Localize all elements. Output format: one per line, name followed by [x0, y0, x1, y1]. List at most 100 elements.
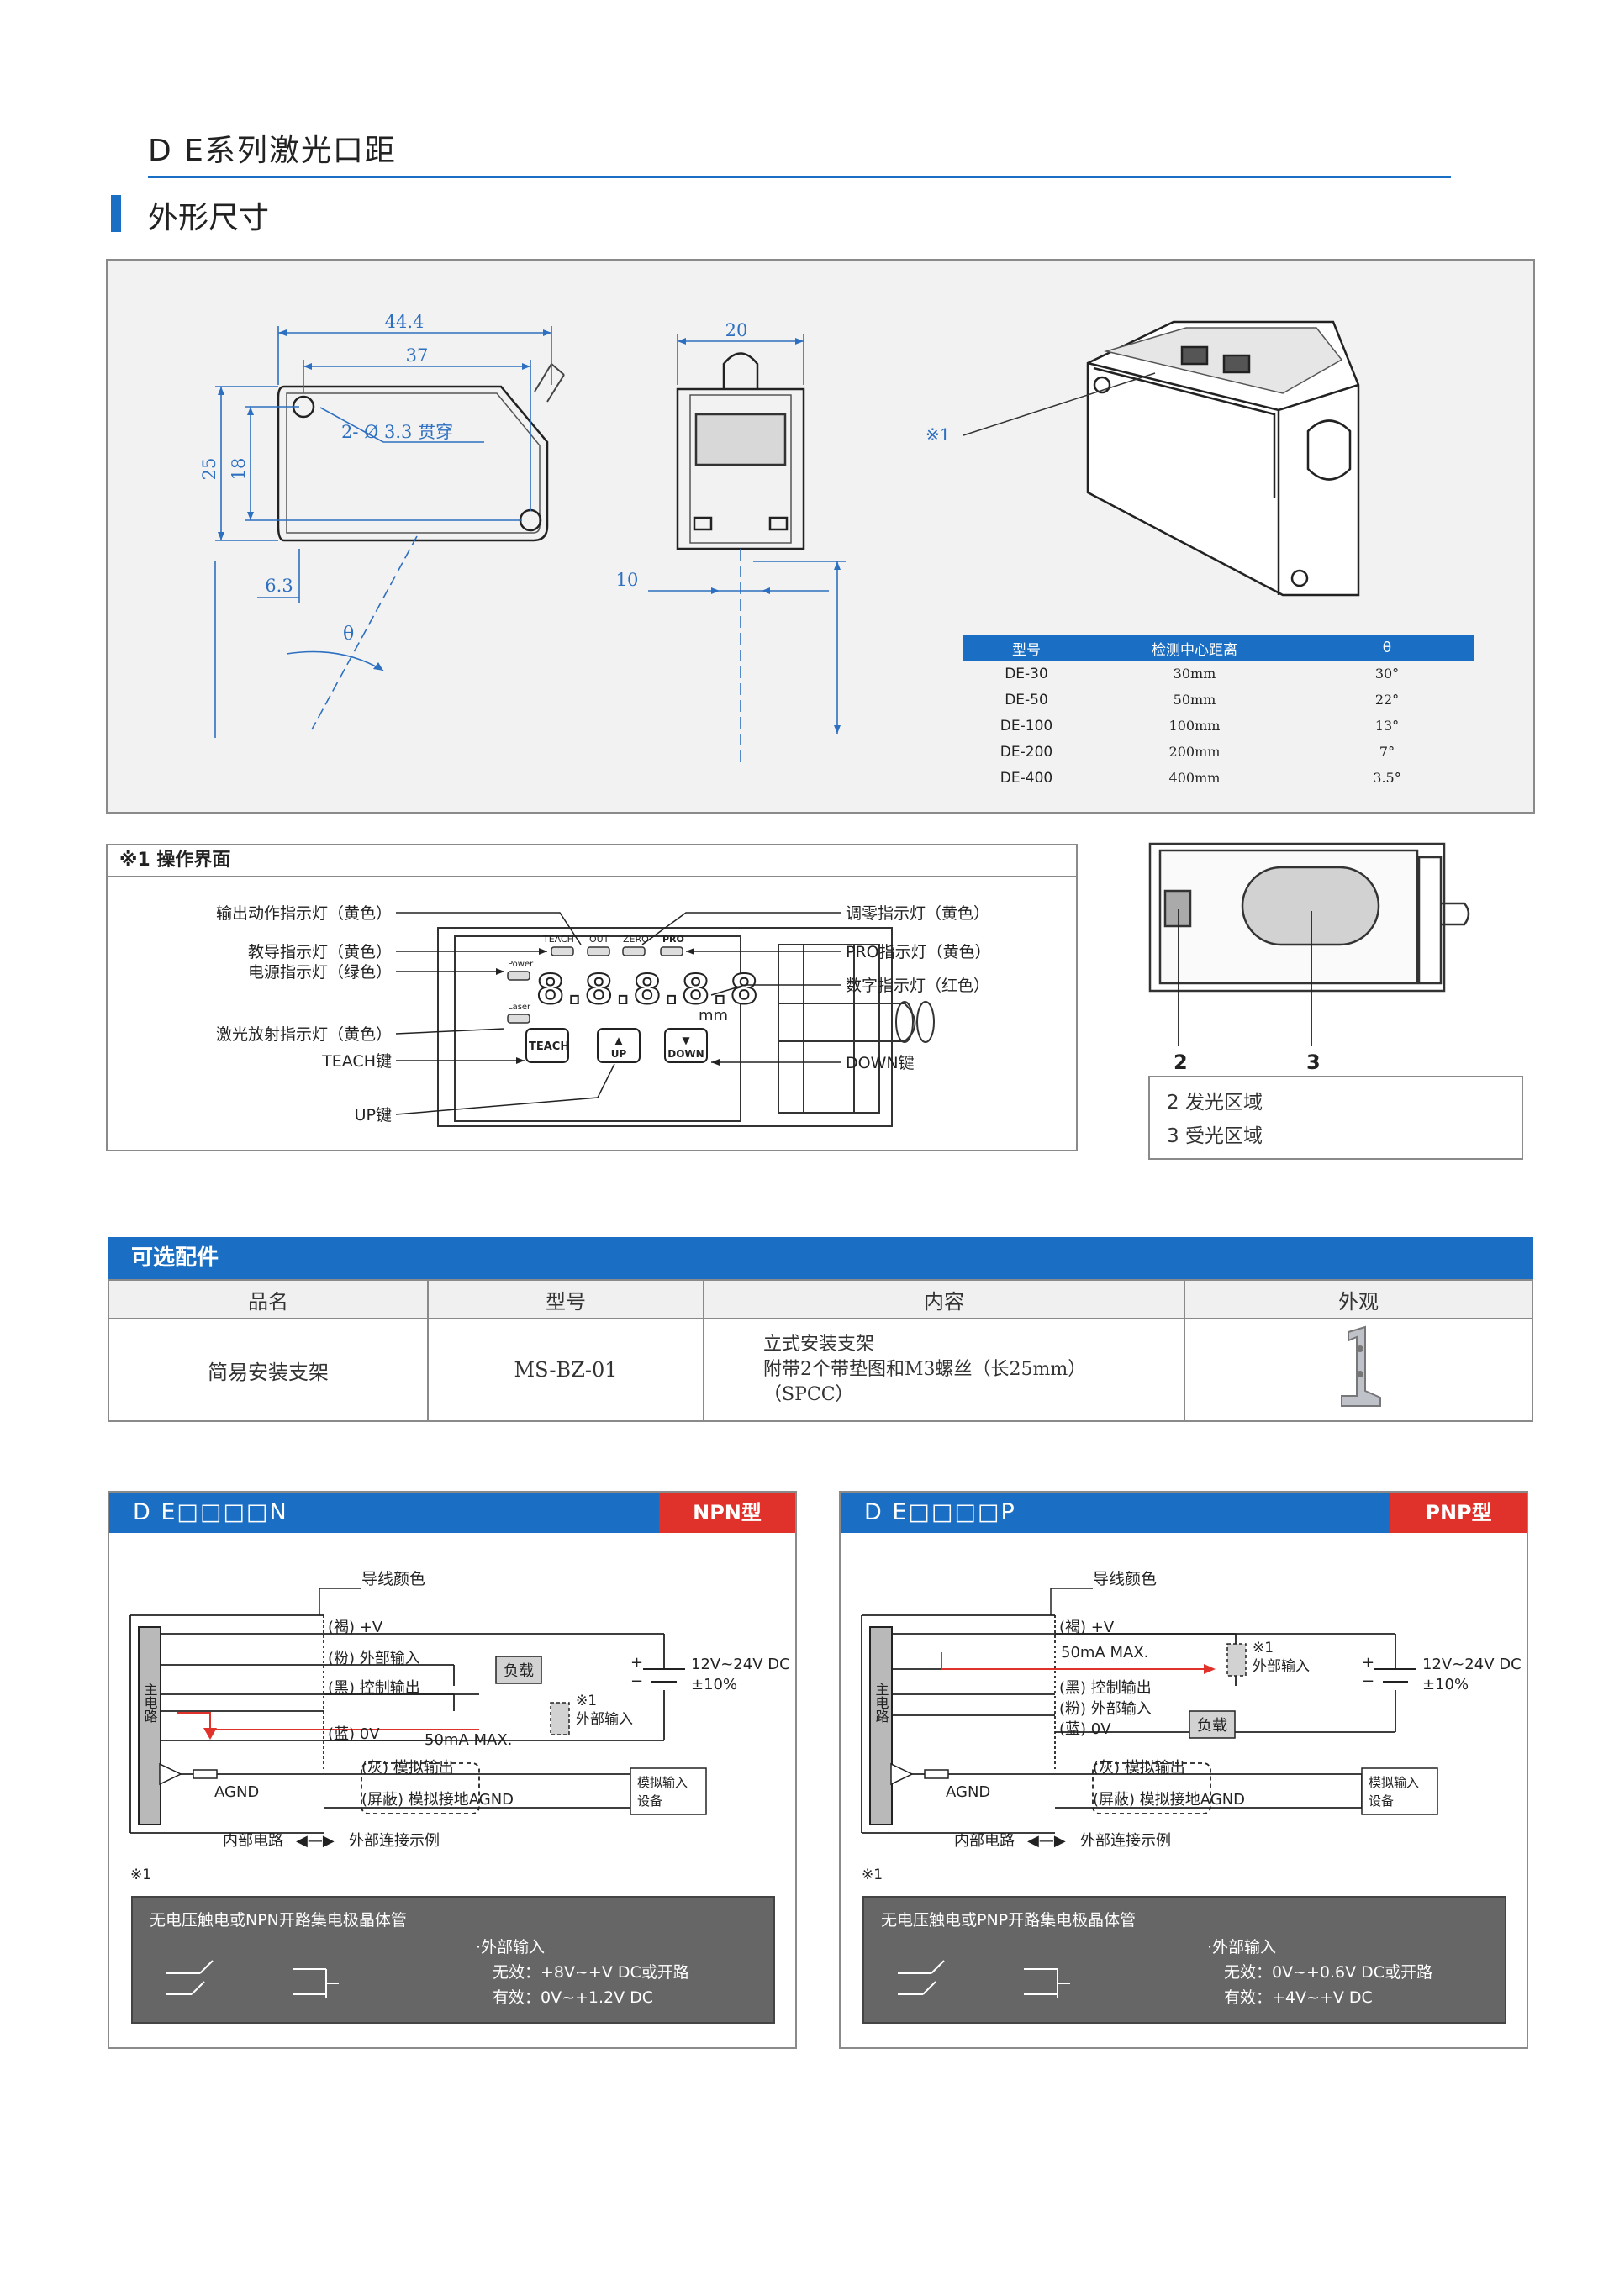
theta-symbol: θ [343, 624, 354, 645]
theta-cell: 22° [1374, 692, 1400, 708]
npn-ext-input: 外部输入 [576, 1711, 633, 1728]
pnp-w-blue: (蓝) 0V [1059, 1720, 1111, 1738]
series-title: D E系列激光口距 [148, 134, 397, 168]
npn-ext-switch [550, 1702, 570, 1735]
acc-col-content: 内容 [703, 1279, 1185, 1319]
accessories-bar: 可选配件 [108, 1237, 1533, 1279]
pnp-internal: 内部电路 [954, 1832, 1015, 1850]
npn-w-pink: (粉) 外部输入 [328, 1650, 420, 1667]
npn-w-gray: (灰) 模拟输出 [361, 1759, 454, 1777]
npn-supply-tol: ±10% [691, 1676, 737, 1693]
npn-note-head: ·外部输入 [476, 1938, 546, 1956]
distance-cell: 400mm [1168, 770, 1221, 786]
npn-analog-in-2: 设备 [637, 1793, 662, 1809]
pnp-plus: + [1362, 1654, 1374, 1672]
led-pro-label: PRO [662, 934, 684, 945]
label-laser-led: 激光放射指示灯（黄色） [216, 1025, 392, 1044]
led-zero-label: ZERO [623, 934, 649, 945]
power-label: Power [508, 960, 534, 969]
pnp-note-box: 无电压触电或PNP开路集电极晶体管 ·外部输入 无效：0V~+0.6V DC或开… [862, 1896, 1506, 2024]
npn-w-blue: (蓝) 0V [328, 1725, 380, 1743]
npn-external: 外部连接示例 [349, 1832, 440, 1850]
pnp-current: 50mA MAX. [1061, 1644, 1148, 1661]
dim-6-3: 6.3 [265, 576, 293, 596]
distance-cell: 100mm [1168, 718, 1221, 734]
npn-minus: − [630, 1672, 643, 1690]
dim-44-4: 44.4 [385, 312, 425, 332]
legend-receive: 3 受光区域 [1167, 1125, 1263, 1147]
col-theta: θ [1382, 640, 1392, 656]
header-rule [148, 176, 1451, 178]
acc-content-line-2: 附带2个带垫图和M3螺丝（长25mm） [763, 1359, 1087, 1380]
accessories-table: 品名 型号 内容 外观 简易安装支架 MS-BZ-01 立式安装支架 附带2个带… [108, 1279, 1533, 1422]
pnp-ext-switch [1226, 1643, 1247, 1677]
up-button[interactable]: UP [611, 1048, 627, 1060]
pnp-title: D E□□□□P [864, 1499, 1016, 1525]
pnp-agnd: AGND [946, 1783, 990, 1801]
pnp-arrow-icon: ◀—▶ [1027, 1832, 1066, 1850]
theta-cell: 3.5° [1373, 770, 1401, 786]
pnp-analog-in-2: 设备 [1369, 1793, 1394, 1809]
acc-model: MS-BZ-01 [427, 1318, 704, 1422]
npn-supply: 12V~24V DC [691, 1656, 790, 1673]
dim-20: 20 [725, 320, 748, 340]
npn-load: 负载 [504, 1662, 534, 1680]
pnp-main-circuit-label: 主电路 [873, 1683, 889, 1723]
down-button[interactable]: DOWN [667, 1048, 704, 1060]
npn-note-l1: 无效：+8V~+V DC或开路 [493, 1963, 689, 1982]
label-up-key: UP键 [355, 1106, 392, 1124]
label-teach-led: 教导指示灯（黄色） [248, 943, 392, 961]
dim-37: 37 [406, 345, 429, 366]
npn-load-box [495, 1656, 542, 1684]
pnp-switch-symbols [898, 1960, 1070, 1998]
pnp-analog-device [1361, 1767, 1438, 1815]
interface-diagram: TEACH OUT ZERO PRO Power Laser 8.8.8.8.8… [216, 904, 991, 1127]
theta-cell: 30° [1374, 666, 1400, 682]
section-title: 外形尺寸 [148, 201, 270, 235]
npn-w-black: (黑) 控制输出 [328, 1679, 420, 1697]
model-cell: DE-100 [1000, 717, 1053, 735]
interface-panel: ※1 操作界面 [106, 844, 1078, 1151]
npn-note-title: 无电压触电或NPN开路集电极晶体管 [150, 1911, 407, 1930]
theta-cell: 13° [1374, 718, 1400, 734]
label-digit-led: 数字指示灯（红色） [846, 977, 989, 995]
acc-content: 立式安装支架 附带2个带垫图和M3螺丝（长25mm） （SPCC） [703, 1318, 1185, 1422]
pnp-note-l2: 有效：+4V~+V DC [1224, 1988, 1373, 2007]
col-distance: 检测中心距离 [1152, 641, 1237, 659]
npn-analog-device [630, 1767, 707, 1815]
distance-cell: 50mm [1173, 692, 1216, 708]
pnp-external: 外部连接示例 [1080, 1832, 1171, 1850]
pnp-badge: PNP型 [1390, 1493, 1527, 1533]
theta-cell: 7° [1379, 744, 1395, 760]
model-table-row: DE-400 400mm 3.5° [963, 765, 1474, 791]
npn-main-circuit-label: 主电路 [142, 1683, 158, 1723]
acc-col-model: 型号 [427, 1279, 704, 1319]
distance-cell: 200mm [1168, 744, 1221, 760]
num-2: 2 [1174, 1051, 1188, 1074]
npn-note-mark: ※1 [130, 1867, 151, 1883]
label-teach-key: TEACH键 [321, 1052, 392, 1071]
label-pro-led: PRO指示灯（黄色） [846, 943, 991, 961]
model-cell: DE-50 [1005, 691, 1048, 708]
dim-25: 25 [199, 458, 219, 481]
pnp-note-title: 无电压触电或PNP开路集电极晶体管 [881, 1911, 1137, 1930]
npn-note-l2: 有效：0V~+1.2V DC [493, 1988, 654, 2007]
front-legend: 2 发光区域 3 受光区域 [1148, 1076, 1523, 1160]
up-arrow-icon: ▲ [614, 1035, 623, 1046]
num-3: 3 [1306, 1051, 1321, 1074]
label-zero-led: 调零指示灯（黄色） [846, 904, 989, 923]
front-view: 2 3 [1148, 842, 1470, 1074]
label-output-led: 输出动作指示灯（黄色） [216, 904, 392, 923]
model-cell: DE-400 [1000, 769, 1053, 787]
acc-name: 简易安装支架 [108, 1318, 429, 1422]
npn-internal: 内部电路 [223, 1832, 283, 1850]
pnp-note-head: ·外部输入 [1207, 1938, 1277, 1956]
acc-image [1184, 1318, 1533, 1422]
model-table-row: DE-200 200mm 7° [963, 739, 1474, 765]
model-cell: DE-200 [1000, 743, 1053, 761]
acc-col-look: 外观 [1184, 1279, 1533, 1319]
pnp-w-black: (黑) 控制输出 [1059, 1679, 1152, 1697]
teach-button[interactable]: TEACH [529, 1040, 569, 1053]
